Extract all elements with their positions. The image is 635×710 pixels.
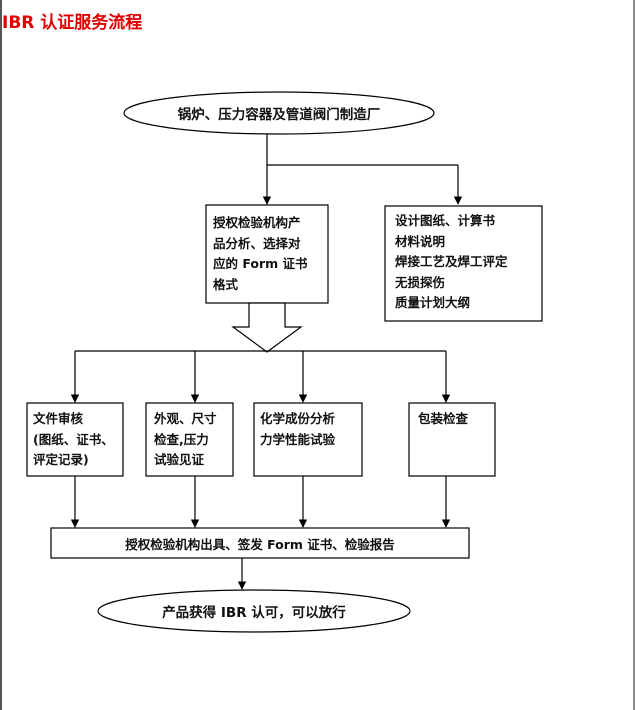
start-ellipse bbox=[123, 91, 435, 135]
inspection-box-3 bbox=[253, 402, 363, 477]
hollow-down-arrow bbox=[231, 302, 303, 353]
design-docs-box bbox=[384, 205, 543, 322]
inspection-label-4: 包装检查 bbox=[418, 411, 469, 426]
inspection-box-4 bbox=[408, 402, 496, 477]
authority-step-label: 授权检验机构产 品分析、选择对 应的 Form 证书 格式 bbox=[213, 215, 308, 292]
design-docs-label: 设计图纸、计算书 材料说明 焊接工艺及焊工评定 无损探伤 质量计划大纲 bbox=[395, 213, 508, 310]
inspection-label-1: 文件审核 (图纸、证书、 评定记录) bbox=[33, 411, 114, 467]
issue-step-label: 授权检验机构出具、签发 Form 证书、检验报告 bbox=[125, 536, 395, 552]
end-label: 产品获得 IBR 认可，可以放行 bbox=[162, 605, 346, 621]
end-ellipse bbox=[97, 589, 411, 633]
inspection-box-1 bbox=[26, 402, 124, 477]
inspection-label-3: 化学成份分析 力学性能试验 bbox=[260, 411, 336, 447]
start-label: 锅炉、压力容器及管道阀门制造厂 bbox=[177, 107, 381, 123]
issue-bar bbox=[50, 527, 470, 559]
inspection-box-2 bbox=[145, 402, 234, 477]
page-title: IBR 认证服务流程 bbox=[2, 13, 143, 33]
inspection-label-2: 外观、尺寸 检查,压力 试验见证 bbox=[154, 411, 217, 467]
